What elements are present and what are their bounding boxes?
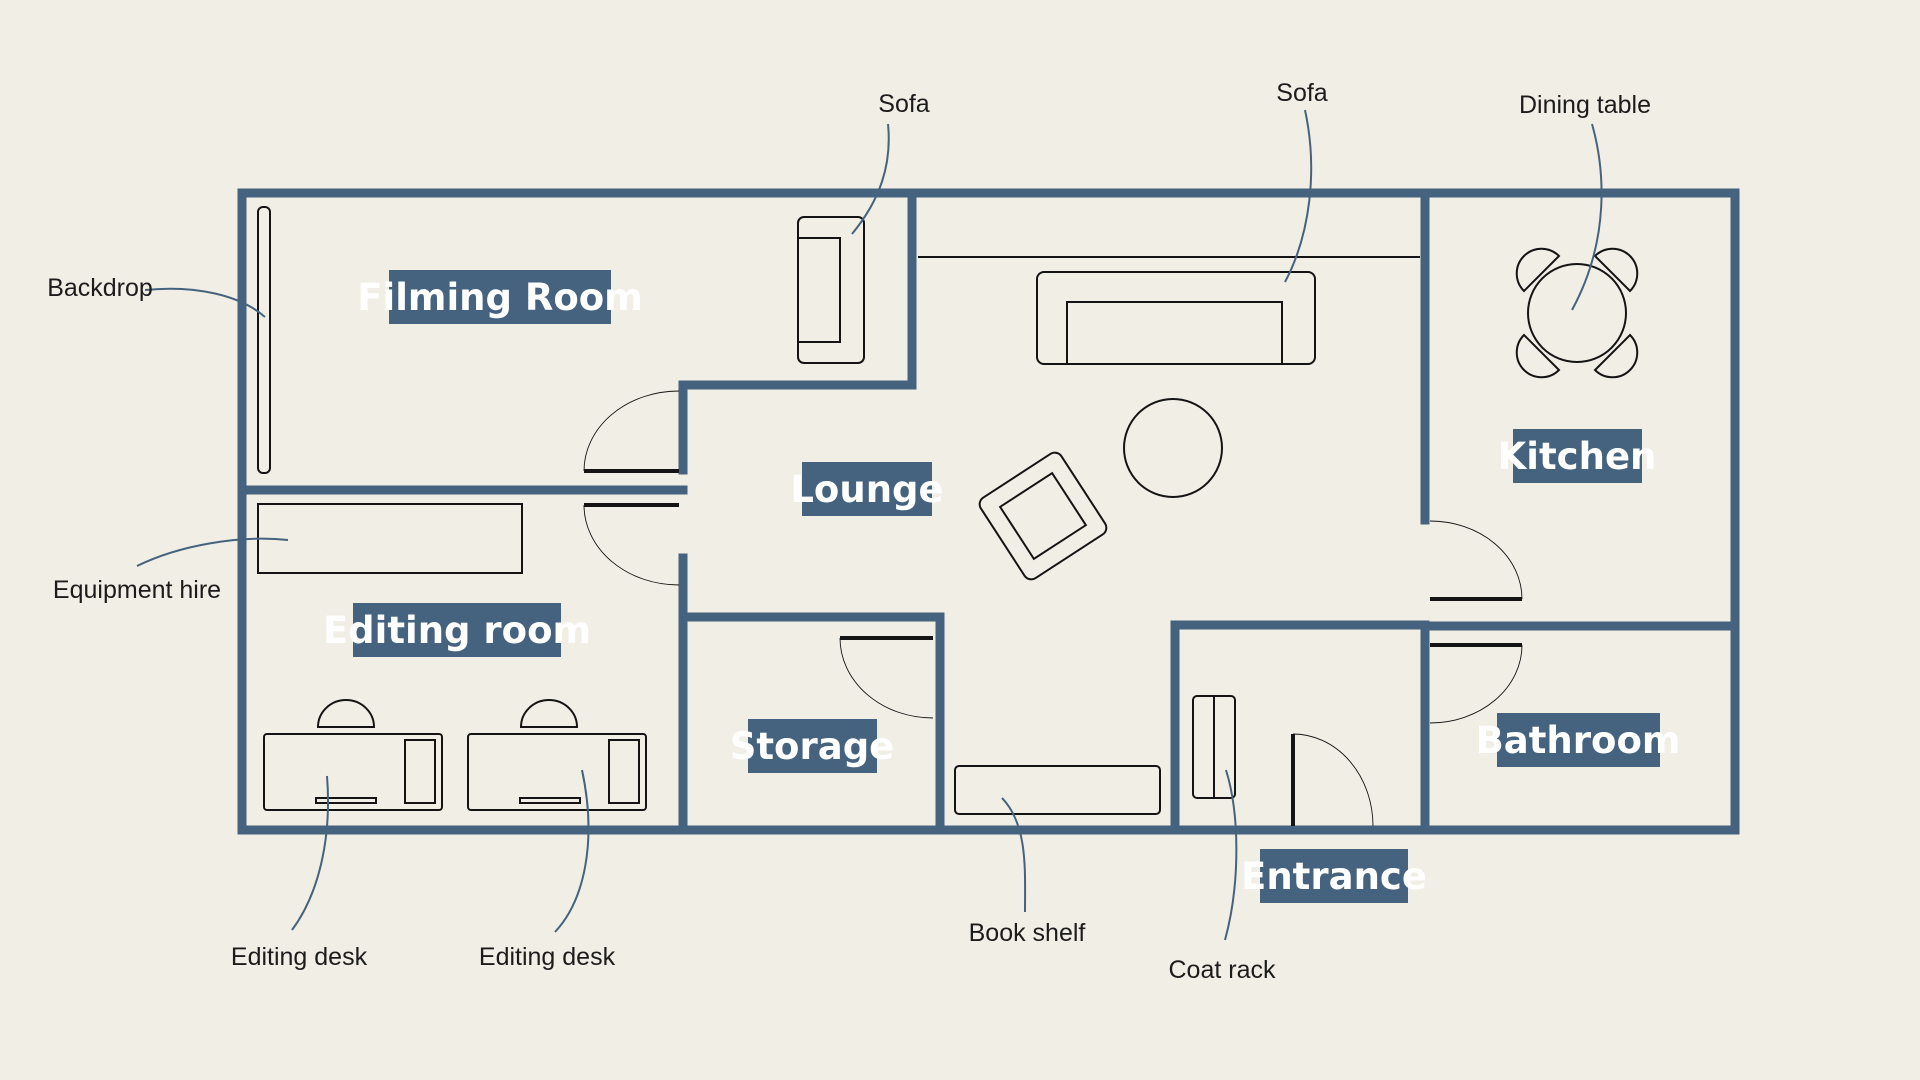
svg-text:Entrance: Entrance [1241,855,1427,898]
editing-desk-1-label: Editing desk [231,943,368,971]
furniture-labels: Backdrop Equipment hire Sofa Sofa Dining… [47,79,1651,984]
leader-sofa-filming [851,123,890,235]
backdrop-shape [257,206,271,474]
editing-desk-2-shape [467,699,647,811]
door-filming-room [583,390,680,473]
leader-sofa-lounge [1284,109,1313,283]
sofa-lounge-label: Sofa [1276,79,1328,107]
wall-filming-lounge [678,188,917,475]
leader-backdrop [144,287,266,318]
book-shelf-shape [954,765,1161,815]
room-label-filming-room: Filming Room [357,270,643,324]
leader-lines [136,109,1603,941]
svg-text:Filming Room: Filming Room [357,276,642,319]
door-entrance [1291,733,1374,827]
room-label-entrance: Entrance [1241,849,1427,903]
book-shelf-label: Book shelf [969,919,1086,947]
dining-table-label: Dining table [1519,91,1651,119]
leader-equipment-hire [136,537,289,567]
leader-dining-table [1571,123,1603,311]
leader-book-shelf [1001,797,1027,913]
sofa-filming-shape [797,216,865,364]
armchair-shape [978,451,1108,581]
coat-rack-label: Coat rack [1169,956,1276,984]
door-editing-room [583,503,680,586]
svg-text:Kitchen: Kitchen [1498,435,1657,478]
editing-desk-2-label: Editing desk [479,943,616,971]
coffee-table-shape [1123,398,1223,498]
room-label-lounge: Lounge [790,462,944,516]
coat-rack-shape [1192,695,1236,799]
dining-table-shape [1515,247,1639,379]
sofa-lounge-shape [1036,271,1316,365]
svg-text:Bathroom: Bathroom [1476,719,1681,762]
door-bathroom [1429,643,1523,724]
leader-coat-rack [1224,769,1238,941]
door-kitchen [1429,520,1523,601]
svg-text:Editing room: Editing room [323,609,591,652]
outer-wall [237,188,1740,835]
door-storage [839,636,934,719]
room-label-editing-room: Editing room [323,603,591,657]
svg-text:Lounge: Lounge [790,468,943,511]
equipment-hire-label: Equipment hire [53,576,221,604]
leader-editing-desk-1 [291,775,329,931]
svg-text:Storage: Storage [730,725,895,768]
wall-entrance [1170,620,1430,835]
room-label-kitchen: Kitchen [1498,429,1657,483]
editing-desk-1-shape [263,699,443,811]
equipment-hire-shape [257,503,523,574]
room-label-storage: Storage [730,719,895,773]
leader-editing-desk-2 [554,769,590,933]
wall-storage [678,612,945,835]
doors [583,390,1523,827]
room-labels: Filming Room Editing room Lounge Storage… [323,270,1681,903]
sofa-filming-label: Sofa [878,90,930,118]
room-label-bathroom: Bathroom [1476,713,1681,767]
backdrop-label: Backdrop [47,274,153,302]
furniture [257,206,1639,815]
walls [237,188,1740,835]
